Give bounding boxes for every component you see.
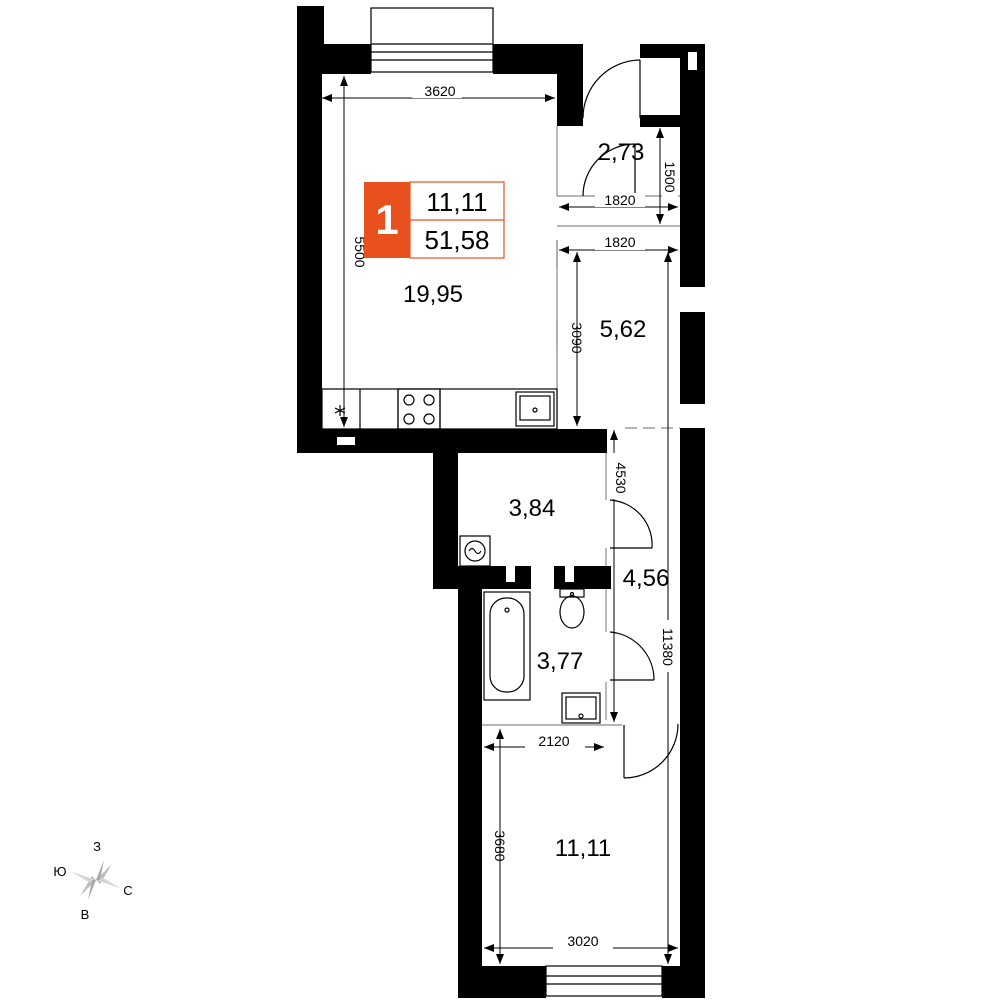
compass-east: С (123, 883, 132, 898)
area-bedroom: 11,11 (555, 835, 612, 862)
total-area: 51,58 (424, 225, 489, 255)
wall-details (337, 52, 697, 589)
door-entrance (582, 59, 641, 119)
dim-corridor-width: 1820 (604, 234, 635, 250)
compass-north: З (93, 839, 101, 854)
dim-total-length: 11380 (660, 628, 676, 666)
door-bedroom (623, 723, 679, 779)
window-bedroom (545, 965, 663, 997)
area-bathroom: 3,77 (537, 648, 584, 675)
partitions (482, 126, 680, 726)
area-corridor: 5,62 (600, 316, 647, 343)
door-bathroom (609, 631, 655, 681)
sink-icon (515, 391, 555, 427)
radiator-icon (334, 405, 346, 416)
dim-hall-length: 4530 (613, 462, 629, 493)
area-laundry: 3,84 (509, 495, 556, 522)
compass-icon (72, 860, 120, 900)
dim-bedroom-width-bottom: 3020 (567, 933, 598, 949)
bath-sink-icon (561, 692, 601, 724)
door-vestibule (582, 143, 636, 197)
area-kitchen-living: 19,95 (403, 281, 463, 308)
compass-west: Ю (53, 864, 66, 879)
toilet-icon (559, 588, 585, 629)
dim-corridor-length: 3090 (569, 322, 585, 353)
dim-bedroom-length: 3680 (492, 830, 508, 861)
area-hall: 4,56 (623, 565, 670, 592)
dim-kitchen-width: 3620 (424, 83, 455, 99)
bathtub-icon (483, 591, 531, 701)
dim-bedroom-width-top: 2120 (538, 733, 569, 749)
dim-vestibule-length: 1500 (662, 161, 678, 192)
rooms-count: 1 (375, 196, 398, 243)
apartment-badge: 1 11,11 51,58 (364, 181, 505, 259)
compass-south: В (81, 907, 90, 922)
washing-machine-icon (459, 535, 491, 567)
area-vestibule: 2,73 (598, 139, 645, 166)
rooms-count-box (364, 182, 410, 258)
stove-icon (397, 388, 441, 430)
dim-vestibule-width: 1820 (604, 192, 635, 208)
living-area: 11,11 (426, 187, 487, 217)
window-kitchen (370, 7, 494, 73)
door-laundry (609, 499, 653, 549)
